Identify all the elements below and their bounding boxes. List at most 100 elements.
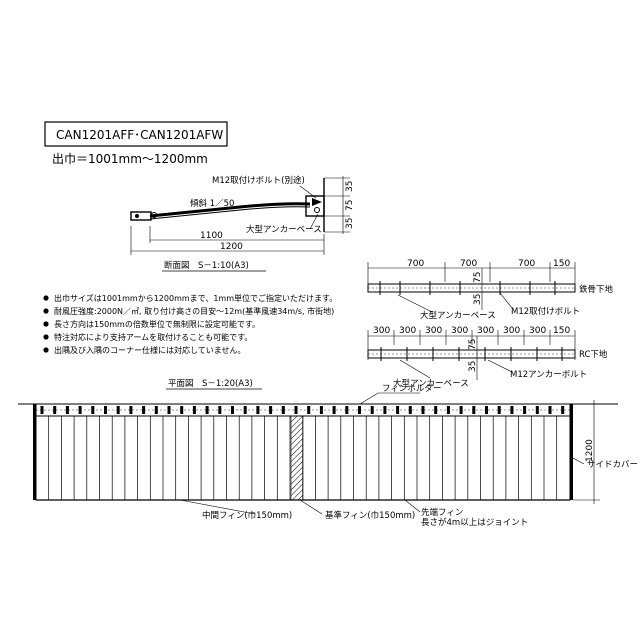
side-cover-left — [33, 404, 36, 500]
mid-fin-label: 中間フィン(巾150mm) — [202, 510, 292, 521]
side-cover-label: サイドカバー — [587, 460, 638, 470]
holder-stud — [345, 406, 349, 414]
holder-stud — [129, 406, 133, 414]
svg-text:700: 700 — [407, 259, 424, 269]
note-5: 出隅及び入隅のコーナー仕様には対応していません。 — [54, 345, 246, 355]
rc-base-detail: 300 300 300 300 300 300 300 150 75 35 大型… — [367, 326, 608, 389]
svg-text:35: 35 — [468, 361, 478, 372]
tip-fin-label: 先端フィン — [421, 507, 463, 518]
svg-text:300: 300 — [451, 326, 468, 336]
holder-stud — [78, 406, 82, 414]
svg-text:150: 150 — [553, 326, 570, 336]
holder-stud — [218, 406, 222, 414]
holder-stud — [281, 406, 285, 414]
holder-stud — [307, 406, 311, 414]
svg-text:1200: 1200 — [220, 242, 243, 252]
side-cover-right — [570, 404, 573, 500]
holder-stud — [142, 406, 146, 414]
holder-stud — [154, 406, 158, 414]
holder-stud — [294, 406, 298, 414]
holder-stud — [91, 406, 95, 414]
holder-stud — [269, 406, 273, 414]
svg-text:700: 700 — [460, 259, 477, 269]
fin-studs — [40, 406, 565, 414]
holder-stud — [459, 406, 463, 414]
holder-stud — [497, 406, 501, 414]
holder-stud — [370, 406, 374, 414]
svg-text:35: 35 — [473, 294, 483, 305]
svg-text:700: 700 — [518, 259, 535, 269]
holder-stud — [396, 406, 400, 414]
svg-text:300: 300 — [503, 326, 520, 336]
steel-anchor-label: 大型アンカーベース — [420, 310, 496, 321]
tip-cap — [130, 211, 152, 221]
steel-bolt-label: M12取付けボルト — [511, 306, 580, 317]
holder-stud — [510, 406, 514, 414]
rc-anchor-label: 大型アンカーベース — [393, 378, 469, 389]
steel-base-label: 鉄骨下地 — [579, 284, 614, 295]
holder-stud — [472, 406, 476, 414]
note-1: 出巾サイズは1001mmから1200mmまで、1mm単位でご指定いただけます。 — [54, 293, 337, 303]
holder-stud — [104, 406, 107, 414]
fin-lines — [48, 416, 558, 500]
holder-stud — [548, 406, 552, 414]
rc-bolt-label: M12アンカーボルト — [510, 370, 587, 380]
holder-stud — [408, 406, 412, 414]
holder-stud — [485, 406, 488, 414]
holder-stud — [535, 406, 539, 414]
width-range: 出巾＝1001mm～1200mm — [52, 152, 208, 166]
plan-caption: 平面図 S－1:20(A3) — [168, 379, 253, 389]
svg-text:300: 300 — [425, 326, 442, 336]
holder-stud — [383, 406, 387, 414]
holder-stud — [192, 406, 196, 414]
model-title: CAN1201AFF･CAN1201AFW — [56, 128, 223, 142]
svg-text:1200: 1200 — [585, 439, 595, 462]
steel-rail — [367, 283, 576, 293]
svg-text:75: 75 — [468, 339, 478, 350]
holder-stud — [116, 406, 120, 414]
svg-text:75: 75 — [473, 272, 483, 283]
holder-stud — [421, 406, 425, 414]
anchor-base-section — [305, 178, 325, 232]
holder-stud — [205, 406, 209, 414]
holder-stud — [523, 406, 527, 414]
note-3: 長さ方向は150mmの倍数単位で無制限に設定可能です。 — [54, 319, 260, 329]
slope-label: 傾斜 1／50 — [190, 198, 234, 209]
holder-stud — [167, 406, 171, 414]
svg-text:300: 300 — [399, 326, 416, 336]
holder-stud — [231, 406, 234, 414]
model-title-box — [44, 121, 228, 147]
fin-holder-label: フィンホルダー — [382, 383, 441, 394]
base-fin — [290, 415, 304, 501]
holder-stud — [256, 406, 260, 414]
holder-stud — [180, 406, 184, 414]
base-fin-label: 基準フィン(巾150mm) — [325, 510, 415, 521]
svg-text:35: 35 — [345, 218, 355, 229]
note-4: 特注対応により支持アームを取付けることも可能です。 — [54, 332, 252, 342]
holder-stud — [243, 406, 247, 414]
holder-stud — [319, 406, 323, 414]
holder-stud — [40, 406, 44, 414]
steel-base-detail: 700 700 700 150 75 35 大型アンカーベース M12取付けボル… — [367, 259, 614, 321]
holder-stud — [446, 406, 450, 414]
holder-stud — [358, 406, 361, 414]
anchor-label-section: 大型アンカーベース — [246, 224, 322, 235]
holder-stud — [65, 406, 69, 414]
rc-rail — [367, 349, 576, 359]
svg-text:150: 150 — [553, 259, 570, 269]
bolt-label-section: M12取付けボルト(別途) — [212, 175, 305, 186]
section-caption: 断面図 S－1:10(A3) — [164, 260, 249, 271]
svg-text:300: 300 — [529, 326, 546, 336]
rc-base-label: RC下地 — [579, 349, 608, 360]
section-view: 35 75 35 M12取付けボルト(別途) 傾斜 1／50 大型アンカーベース… — [130, 175, 355, 272]
notes-list: 出巾サイズは1001mmから1200mmまで、1mm単位でご指定いただけます。 … — [43, 293, 337, 355]
holder-stud — [53, 406, 57, 414]
svg-text:75: 75 — [345, 200, 355, 211]
svg-text:35: 35 — [345, 181, 355, 192]
svg-text:300: 300 — [477, 326, 494, 336]
holder-stud — [332, 406, 336, 414]
holder-stud — [434, 406, 438, 414]
holder-stud — [561, 406, 565, 414]
note-2: 耐風圧強度:2000N／㎡, 取り付け高さの目安～12m(基準風速34m/s, … — [54, 306, 334, 316]
